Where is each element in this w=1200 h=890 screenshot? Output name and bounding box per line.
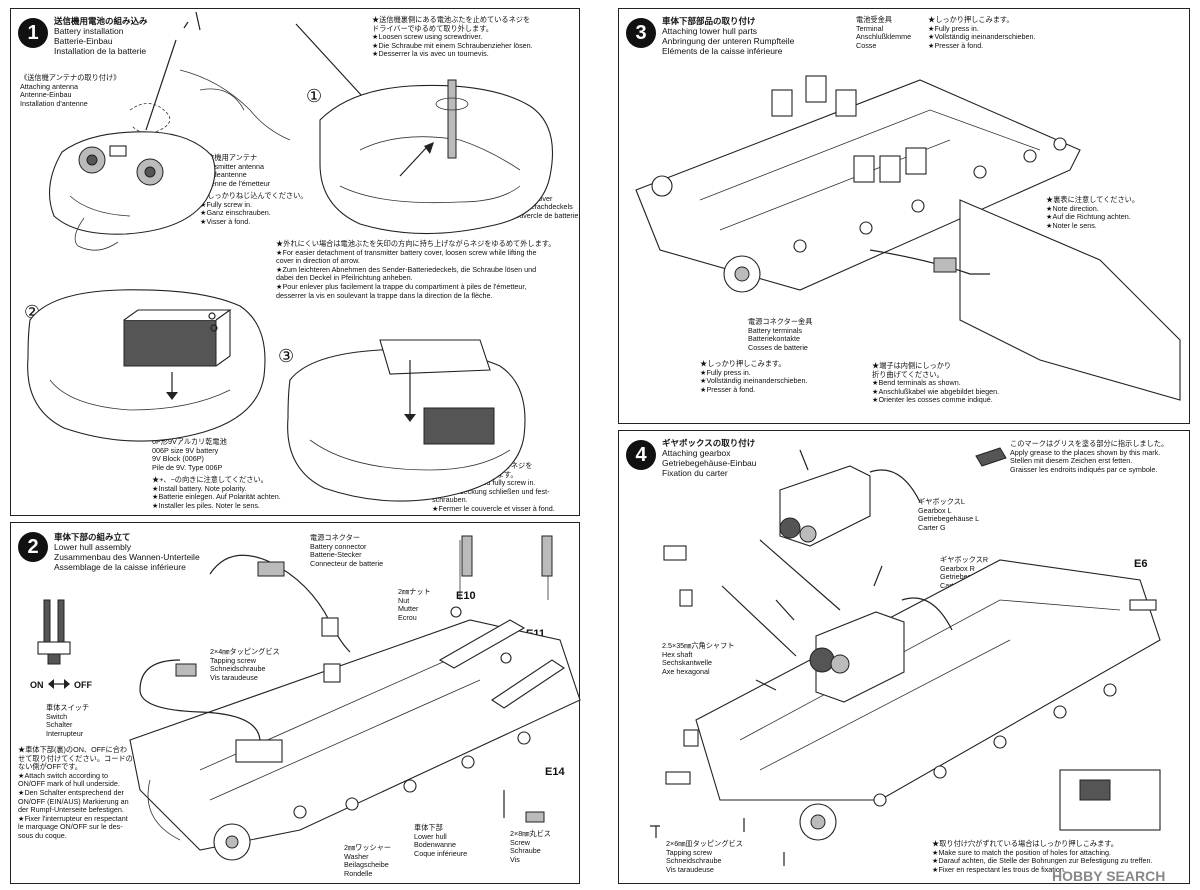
detach-cover-note: ★外れにくい場合は電池ぶたを矢印の方向に持ち上げながらネジをゆるめて外します。★… [276,239,556,300]
grease-note: このマークはグリスを塗る部分に指示しました。Apply grease to th… [1010,439,1169,474]
polarity-note: ★+、−の向きに注意してください。★Install battery. Note … [152,475,281,510]
gearbox-hull-illustration [695,559,1161,841]
substep-3: ③ [278,346,295,367]
step3-wheel-mounts-illustration [793,137,1067,253]
direction-note: ★裏表に注意してください。★Note direction.★Auf die Ri… [1046,195,1140,230]
step4-tapping-screws-illustration [650,818,785,866]
switch-illustration [37,599,283,763]
press-in-note-bottom: ★しっかり押しこみます。★Fully press in.★Vollständig… [700,359,808,394]
step3-number: 3 [626,18,656,48]
part-e14-label: E14 [545,766,565,778]
part-e10-label: E10 [456,590,476,602]
hull-wheel-mounts-illustration [293,731,531,819]
gearbox-l-illustration [779,465,921,547]
step1-number: 1 [18,18,48,48]
step2-number: 2 [18,532,48,562]
lower-hull-illustration [129,619,581,861]
bend-terminals-note: ★端子は内側にしっかり折り曲げてください。★Bend terminals as … [872,361,1000,405]
loosen-screw-note: ★送信機裏側にある電池ぶたを止めているネジをドライバーでゆるめて取り外します。★… [372,15,533,59]
step4-wheel-mounts-illustration [873,683,1117,807]
on-label: ON [30,680,44,690]
transmitter-back-illustration [295,23,553,235]
switch-note: ★車体下部(裏)のON、OFFに合わせて取り付けてください。コードのない側がOF… [18,745,133,840]
cover-close-illustration [287,339,526,502]
terminal-parts-illustration [771,75,990,275]
step4-number: 4 [626,440,656,470]
step3-hull-illustration [635,79,1181,401]
hex-shaft-illustration [663,539,1157,785]
screw-in-note: ★しっかりねじ込んでください。★Fully screw in.★Ganz ein… [200,191,308,226]
e10-e11-parts-illustration [438,535,565,823]
grease-markers [755,447,1007,691]
off-label: OFF [74,680,92,690]
part-e6-label: E6 [1134,558,1148,570]
battery-insert-illustration [27,289,266,442]
gearbox-detail-inset-illustration [1059,769,1161,831]
holes-note: ★取り付け穴がずれている場合はしっかり押しこみます。★Make sure to … [932,839,1153,874]
battery-connector-illustration [139,554,351,743]
gearbox-r-illustration [809,597,953,703]
press-in-note-top: ★しっかり押しこみます。★Fully press in.★Vollständig… [928,15,1036,50]
substep-1: ① [306,86,323,107]
hobby-search-watermark: HOBBY SEARCH [1052,868,1166,884]
antenna-install-illustration [49,11,291,251]
